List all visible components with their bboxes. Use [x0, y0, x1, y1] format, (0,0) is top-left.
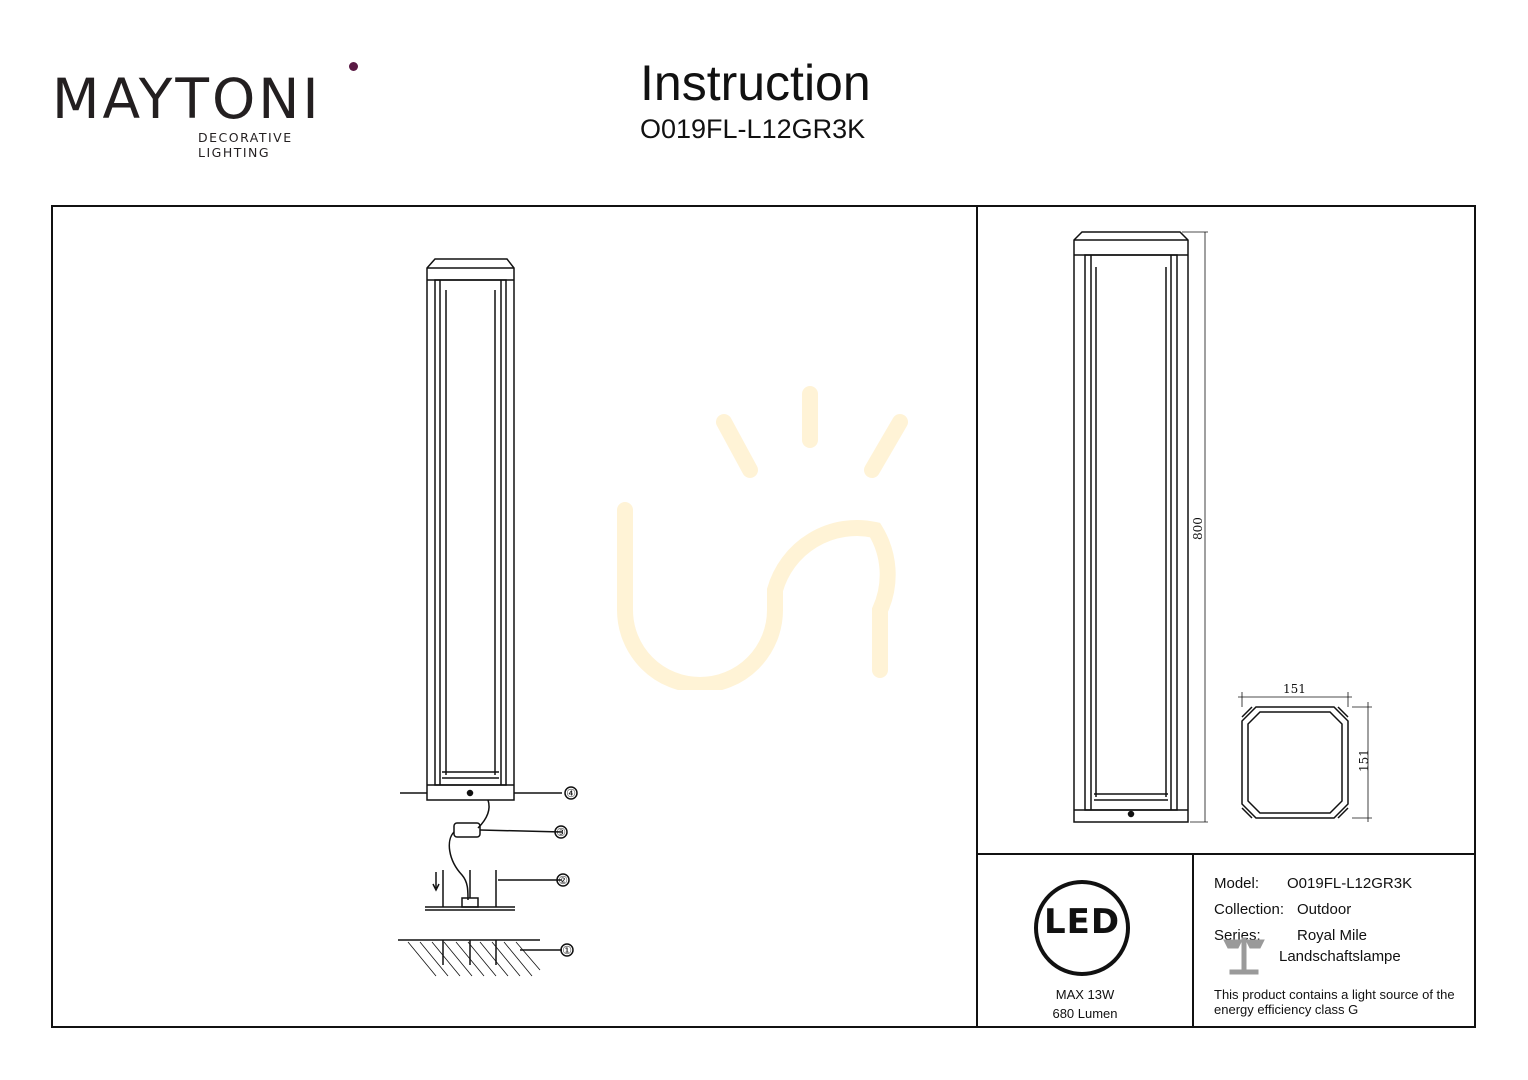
energy-class-note: This product contains a light source of …	[1214, 987, 1455, 1017]
dimension-width-label: 151	[1283, 682, 1306, 696]
page-model-code: O019FL-L12GR3K	[640, 114, 866, 144]
frame-divider-horizontal	[976, 853, 1476, 855]
brand-dot-icon	[349, 62, 358, 71]
brand-tagline: DECORATIVE LIGHTING	[198, 130, 293, 160]
spec-type-value: Landschaftslampe	[1279, 948, 1401, 965]
callout-4: ④	[566, 787, 576, 800]
top-view-drawing: 151 151	[1238, 682, 1372, 822]
frame-divider-vertical	[976, 205, 978, 1028]
mounting-plate	[425, 870, 562, 911]
ground-anchors	[398, 939, 562, 977]
front-view-drawing	[1073, 231, 1208, 823]
spec-collection-value: Outdoor	[1297, 901, 1352, 918]
page-title: Instruction	[640, 55, 871, 111]
dimension-depth-label: 151	[1357, 749, 1371, 772]
watermark-logo	[617, 386, 908, 690]
brand-name: MAYTONI	[52, 67, 322, 131]
led-badge-icon	[1034, 880, 1130, 976]
lamp-body	[426, 258, 515, 801]
frame-divider-info	[1192, 853, 1194, 1028]
dimension-height: 800	[1186, 518, 1210, 540]
dimension-height-label: 800	[1191, 518, 1205, 540]
led-badge-label: LED	[1043, 902, 1121, 942]
cable-connector	[448, 799, 563, 901]
led-lumen: 680 Lumen	[1052, 1006, 1118, 1021]
callout-1: ①	[562, 944, 572, 957]
spec-collection-label: Collection:	[1214, 901, 1285, 918]
spec-series-label: Series:	[1214, 927, 1261, 944]
spec-model-label: Model:	[1214, 875, 1260, 892]
callout-2: ②	[558, 874, 568, 887]
spec-series-value: Royal Mile	[1297, 927, 1368, 944]
assembly-drawing: ④ ③ ② ①	[398, 258, 578, 977]
landscape-lamp-icon	[1223, 937, 1265, 975]
drawing-frame	[51, 205, 1476, 1028]
led-power: MAX 13W	[1055, 987, 1115, 1002]
spec-model-value: O019FL-L12GR3K	[1287, 875, 1413, 892]
callout-3: ③	[556, 826, 566, 839]
brand-logo: MAYTONI DECORATIVE LIGHTING	[52, 62, 364, 160]
